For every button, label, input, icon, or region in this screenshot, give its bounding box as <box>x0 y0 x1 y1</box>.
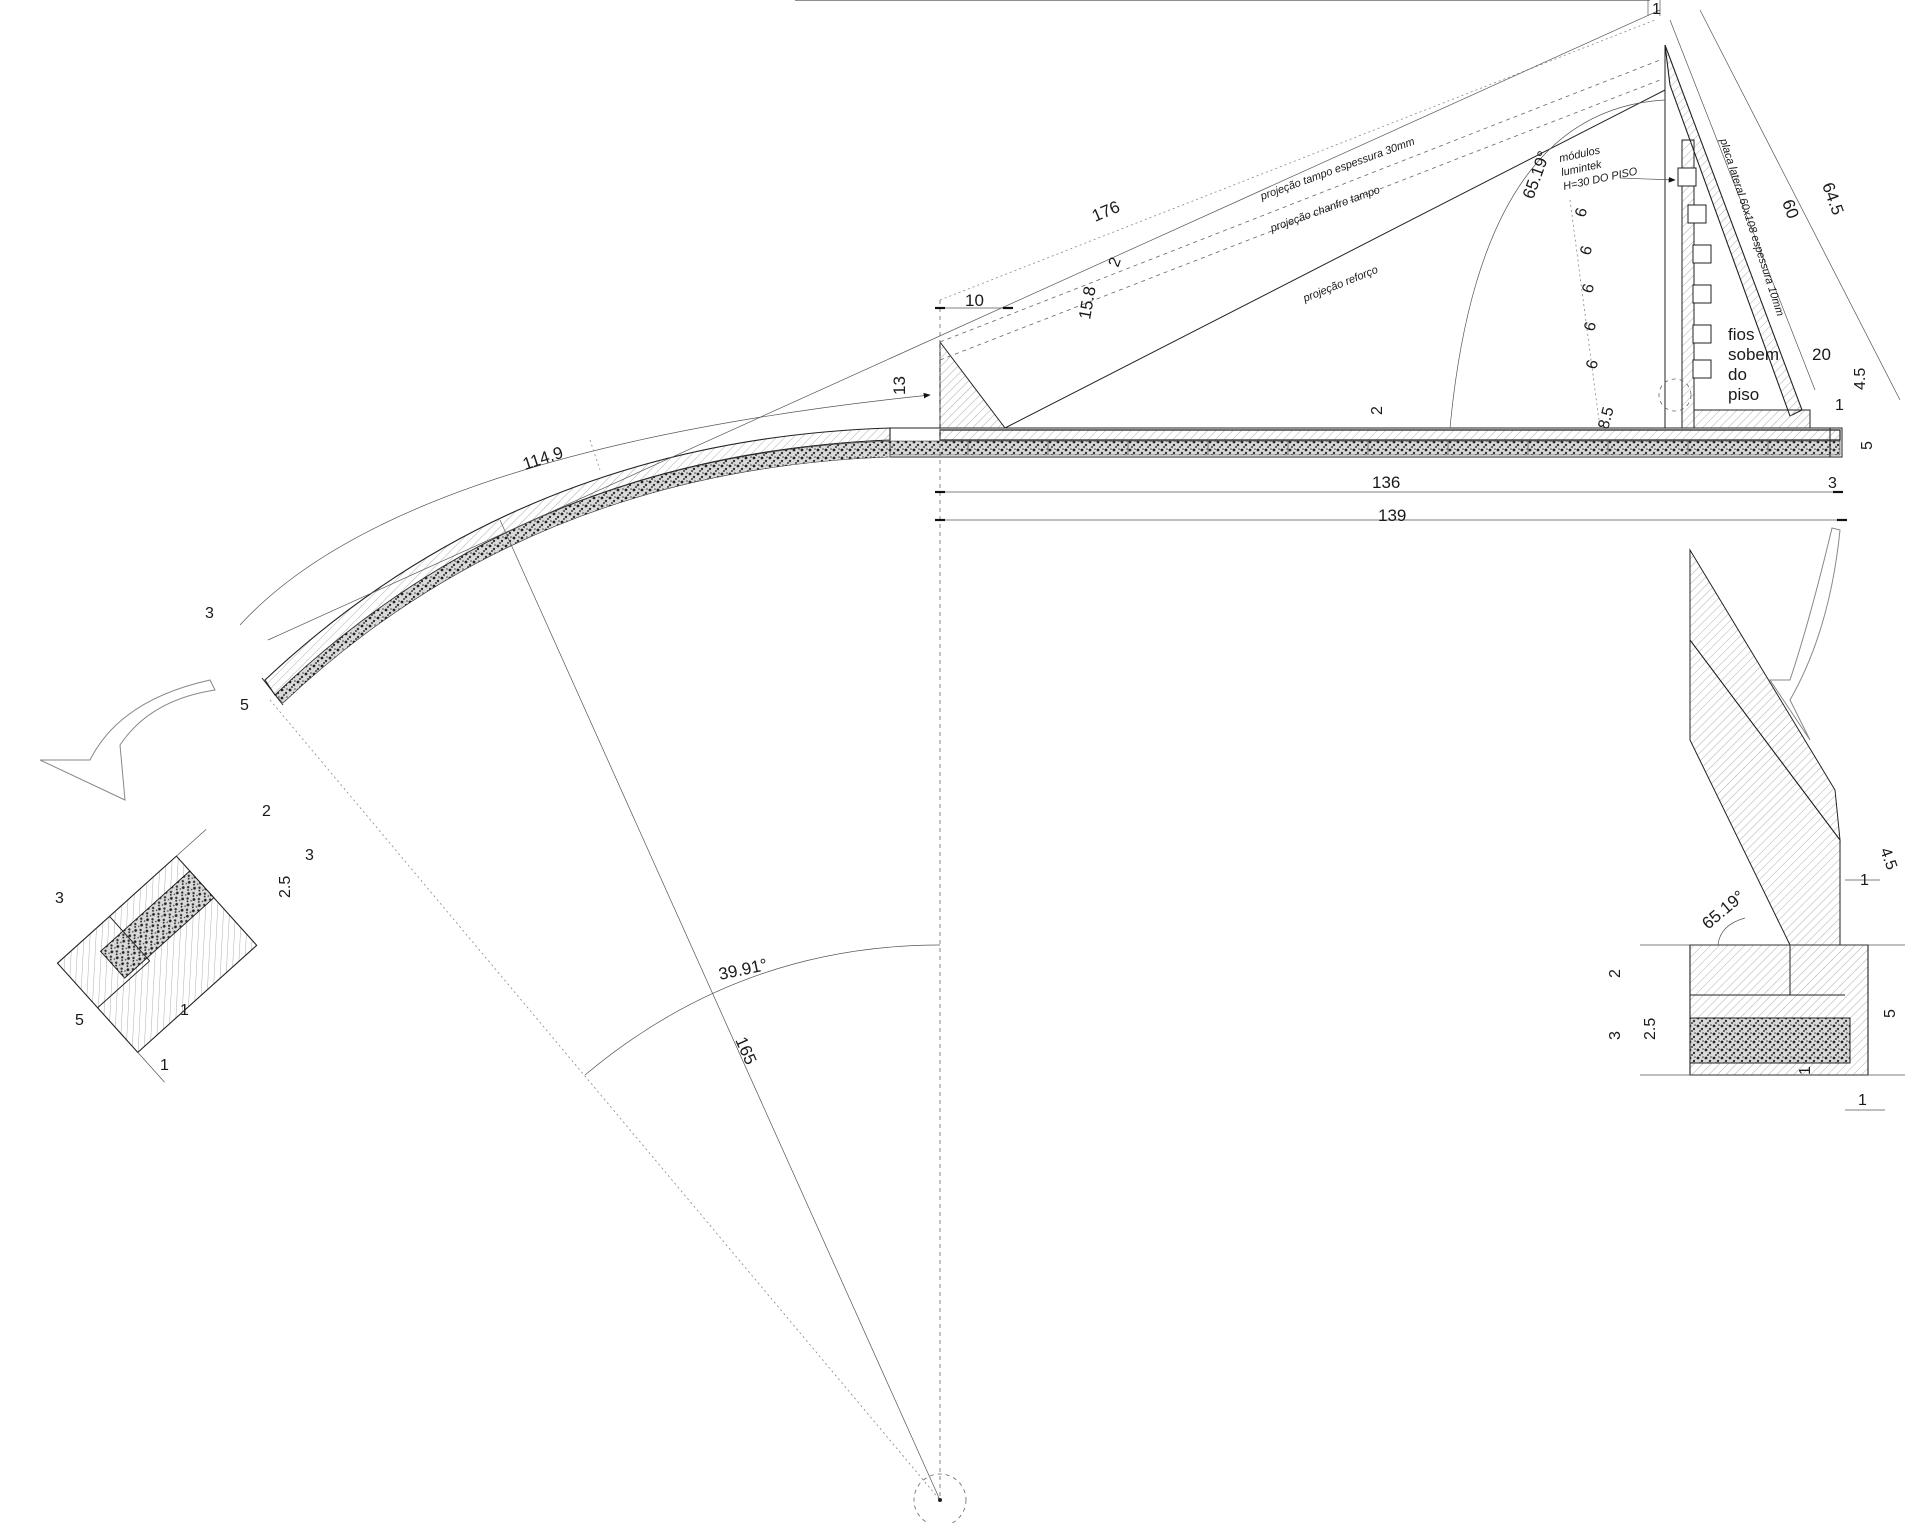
dim-1-corner: 1 <box>1835 397 1844 414</box>
detail-left-dim-2: 2 <box>262 803 271 820</box>
cable-hole <box>1658 378 1692 412</box>
curved-gravel-strip <box>274 440 891 704</box>
dim-114-9: 114.9 <box>520 443 565 474</box>
detail-left-dim-1: 1 <box>160 1057 169 1074</box>
detail-left-dim-5: 5 <box>75 1012 84 1029</box>
dim-3-left: 3 <box>205 605 214 622</box>
gravel-strip <box>889 440 1841 456</box>
dim-2-mid: 2 <box>1369 406 1386 415</box>
detail-left-dim-3b: 3 <box>305 847 314 864</box>
detail-left <box>56 829 258 1083</box>
dim-5-right: 5 <box>1859 441 1876 450</box>
end-cap <box>1829 427 1843 458</box>
svg-text:6: 6 <box>1581 320 1600 333</box>
note-tampo: projeção tampo espessura 30mm <box>1258 136 1416 203</box>
support-triangle <box>939 340 1007 429</box>
dim-60: 60 <box>1778 197 1802 221</box>
svg-text:6: 6 <box>1579 282 1598 295</box>
detail-right-dim-1-bottom: 1 <box>1858 1092 1867 1109</box>
detail-right-angle: 65.19° <box>1698 887 1748 933</box>
detail-right-dim-1-inner: 1 <box>1797 1066 1814 1075</box>
counter-straight-body <box>939 429 1841 441</box>
dim-2-top: 2 <box>1106 255 1125 269</box>
main-plan <box>39 0 1901 1523</box>
dim-8-5: 8.5 <box>1595 405 1617 431</box>
note-fios-3: do <box>1728 365 1747 384</box>
dim-5-left: 5 <box>240 697 249 714</box>
dim-15-8: 15.8 <box>1075 285 1099 321</box>
dim-139: 139 <box>1378 506 1406 525</box>
dim-13: 13 <box>890 376 909 395</box>
lumintek-modules <box>1677 167 1712 379</box>
dim-176: 176 <box>1089 197 1123 226</box>
note-fios-4: piso <box>1728 385 1759 404</box>
angle-top: 65.19° <box>1519 149 1554 202</box>
dim-64-5: 64.5 <box>1818 180 1847 218</box>
detail-right-dim-3: 3 <box>1607 1031 1624 1040</box>
dim-1-top: 1 <box>1652 1 1661 18</box>
detail-arrow-left <box>39 679 216 801</box>
svg-text:6: 6 <box>1577 244 1596 257</box>
module-spacing-labels: 6 6 6 6 6 <box>1572 206 1602 371</box>
dim-10: 10 <box>965 291 984 310</box>
detail-right-dim-2: 2 <box>1607 969 1624 978</box>
svg-text:6: 6 <box>1572 206 1591 219</box>
detail-left-dim-1b: 1 <box>180 1002 189 1019</box>
detail-left-dim-3a: 3 <box>55 890 64 907</box>
detail-right-dim-4-5: 4.5 <box>1876 846 1900 873</box>
dim-136: 136 <box>1372 473 1400 492</box>
detail-right-dim-2-5: 2.5 <box>1642 1018 1659 1040</box>
dim-4-5: 4.5 <box>1852 368 1869 390</box>
radius-165: 165 <box>731 1034 760 1068</box>
detail-right-dim-1-top: 1 <box>1860 872 1869 889</box>
dim-20: 20 <box>1812 345 1831 364</box>
counter-curved-body <box>264 427 891 696</box>
note-fios-1: fios <box>1728 325 1754 344</box>
detail-arrow-right <box>1769 527 1841 741</box>
detail-right <box>1640 548 1905 1111</box>
dim-3-right: 3 <box>1828 475 1837 492</box>
svg-text:6: 6 <box>1583 358 1602 371</box>
detail-left-dim-2-5: 2.5 <box>277 876 294 898</box>
angle-arc: 39.91° <box>717 955 769 984</box>
note-fios-2: sobem <box>1728 345 1779 364</box>
detail-right-dim-5: 5 <box>1882 1009 1899 1018</box>
